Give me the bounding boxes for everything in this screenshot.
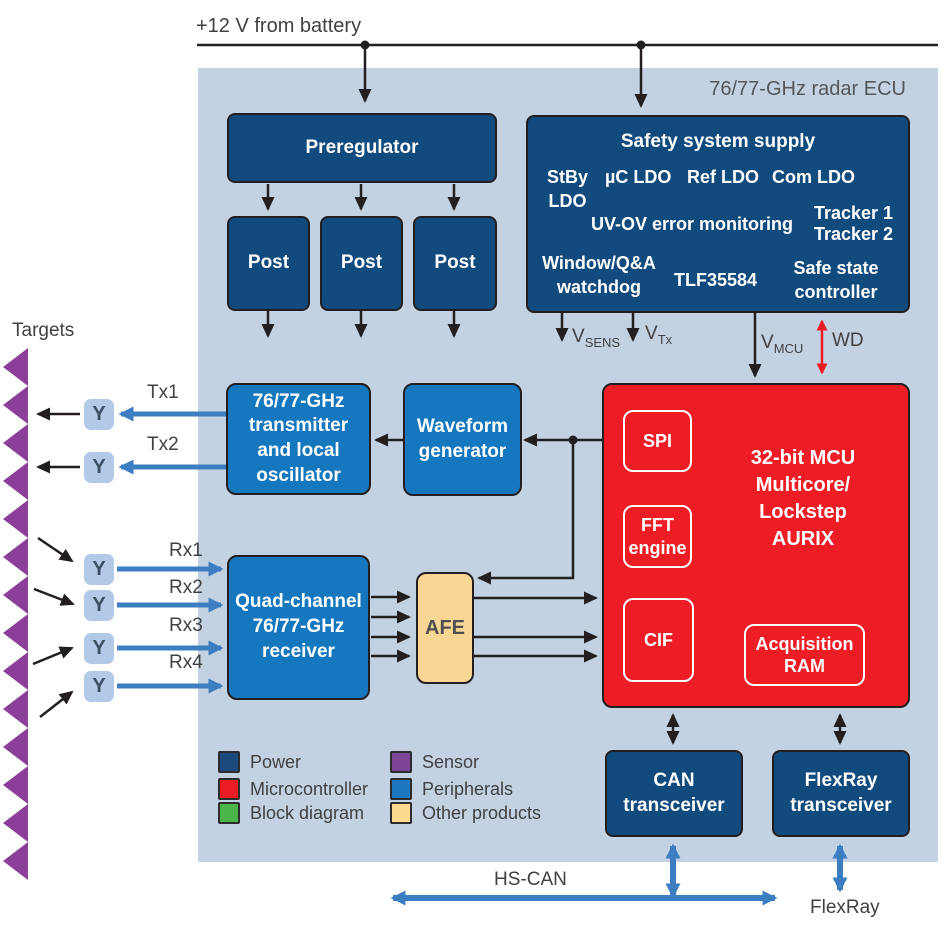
legend-label-power: Power xyxy=(250,752,302,772)
targets-triangles xyxy=(3,348,28,880)
legend-swatch-sensor xyxy=(390,751,412,773)
vsens-label: VSENS xyxy=(572,326,620,350)
vsens-base: V xyxy=(572,326,585,347)
tlf35584-label: TLF35584 xyxy=(674,270,758,290)
vmcu-label: VMCU xyxy=(761,332,803,356)
legend-label-microcontroller: Microcontroller xyxy=(250,779,369,799)
cif-block: CIF xyxy=(623,598,694,682)
rx4-label: Rx4 xyxy=(169,652,203,673)
antenna-rx4: Y xyxy=(84,671,114,702)
rx3-label: Rx3 xyxy=(169,615,203,636)
legend-label-sensor: Sensor xyxy=(422,752,480,772)
vtx-sub: Tx xyxy=(657,332,673,347)
safe-state-label: Safe state controller xyxy=(793,258,879,302)
battery-label: +12 V from battery xyxy=(196,15,362,37)
mcu-title: 32-bit MCU Multicore/ Lockstep AURIX xyxy=(750,447,856,550)
antenna-tx1: Y xyxy=(84,399,114,430)
afe-block: AFE xyxy=(416,572,474,684)
wd-label: WD xyxy=(832,330,864,351)
antenna-rx2: Y xyxy=(84,590,114,621)
post-regulator-block-2: Post xyxy=(320,216,403,311)
vmcu-sub: MCU xyxy=(773,341,804,356)
legend-swatch-power xyxy=(218,751,240,773)
signal-links xyxy=(371,433,847,745)
target-arrows xyxy=(32,407,80,718)
vtx-base: V xyxy=(645,323,658,344)
legend-label-peripherals: Peripherals xyxy=(422,779,514,799)
antenna-rx3: Y xyxy=(84,633,114,664)
post-regulator-block-1: Post xyxy=(227,216,310,311)
legend-swatch-block-diagram xyxy=(218,802,240,824)
waveform-generator-block: Waveform generator xyxy=(403,383,522,496)
tx2-label: Tx2 xyxy=(147,434,179,455)
spi-block: SPI xyxy=(623,410,692,472)
rx2-label: Rx2 xyxy=(169,577,203,598)
battery-rail xyxy=(197,43,938,108)
watchdog-label: Window/Q&A watchdog xyxy=(542,253,656,297)
receiver-block: Quad-channel 76/77-GHz receiver xyxy=(227,555,370,700)
ecu-title: 76/77-GHz radar ECU xyxy=(709,78,906,100)
flexray-bus-label: FlexRay xyxy=(810,897,880,918)
can-transceiver-block: CAN transceiver xyxy=(605,750,743,837)
fft-engine-block: FFT engine xyxy=(623,505,692,568)
post-regulator-block-3: Post xyxy=(413,216,497,311)
antenna-tx2: Y xyxy=(84,452,114,483)
mcu-block: 32-bit MCU Multicore/ Lockstep AURIX SPI… xyxy=(602,383,910,708)
tracker1-label: Tracker 1 xyxy=(814,203,894,223)
legend-label-other-products: Other products xyxy=(422,803,542,823)
bus-arrows xyxy=(390,843,848,906)
vmcu-base: V xyxy=(761,332,774,353)
legend-label-block-diagram: Block diagram xyxy=(250,803,365,823)
tx1-label: Tx1 xyxy=(147,382,179,403)
tracker2-label: Tracker 2 xyxy=(814,224,894,244)
transmitter-block: 76/77-GHz transmitter and local oscillat… xyxy=(226,383,371,495)
com-ldo-label: Com LDO xyxy=(772,167,855,187)
uv-ov-label: UV-OV error monitoring xyxy=(591,214,794,234)
legend-swatch-peripherals xyxy=(390,778,412,800)
safety-title: Safety system supply xyxy=(620,131,816,152)
acquisition-ram-block: Acquisition RAM xyxy=(744,624,865,686)
preregulator-block: Preregulator xyxy=(227,113,497,183)
legend-swatch-other-products xyxy=(390,802,412,824)
rx1-label: Rx1 xyxy=(169,540,203,561)
rf-arrows xyxy=(117,406,226,694)
junction-dot xyxy=(568,435,578,445)
uc-ldo-label: µC LDO xyxy=(605,167,672,187)
power-arrows xyxy=(261,184,762,378)
targets-label: Targets xyxy=(12,320,75,341)
vsens-sub: SENS xyxy=(584,335,621,350)
ref-ldo-label: Ref LDO xyxy=(687,167,759,187)
hs-can-label: HS-CAN xyxy=(494,869,567,890)
legend-swatch-microcontroller xyxy=(218,778,240,800)
antenna-rx1: Y xyxy=(84,554,114,585)
flexray-transceiver-block: FlexRay transceiver xyxy=(772,750,910,837)
junction-dot xyxy=(636,40,646,50)
vtx-label: VTx xyxy=(645,323,672,347)
stby-ldo-label: StBy LDO xyxy=(547,167,589,211)
safety-system-supply-block: Safety system supply StBy LDO µC LDO Ref… xyxy=(526,115,910,313)
junction-dot xyxy=(360,40,370,50)
